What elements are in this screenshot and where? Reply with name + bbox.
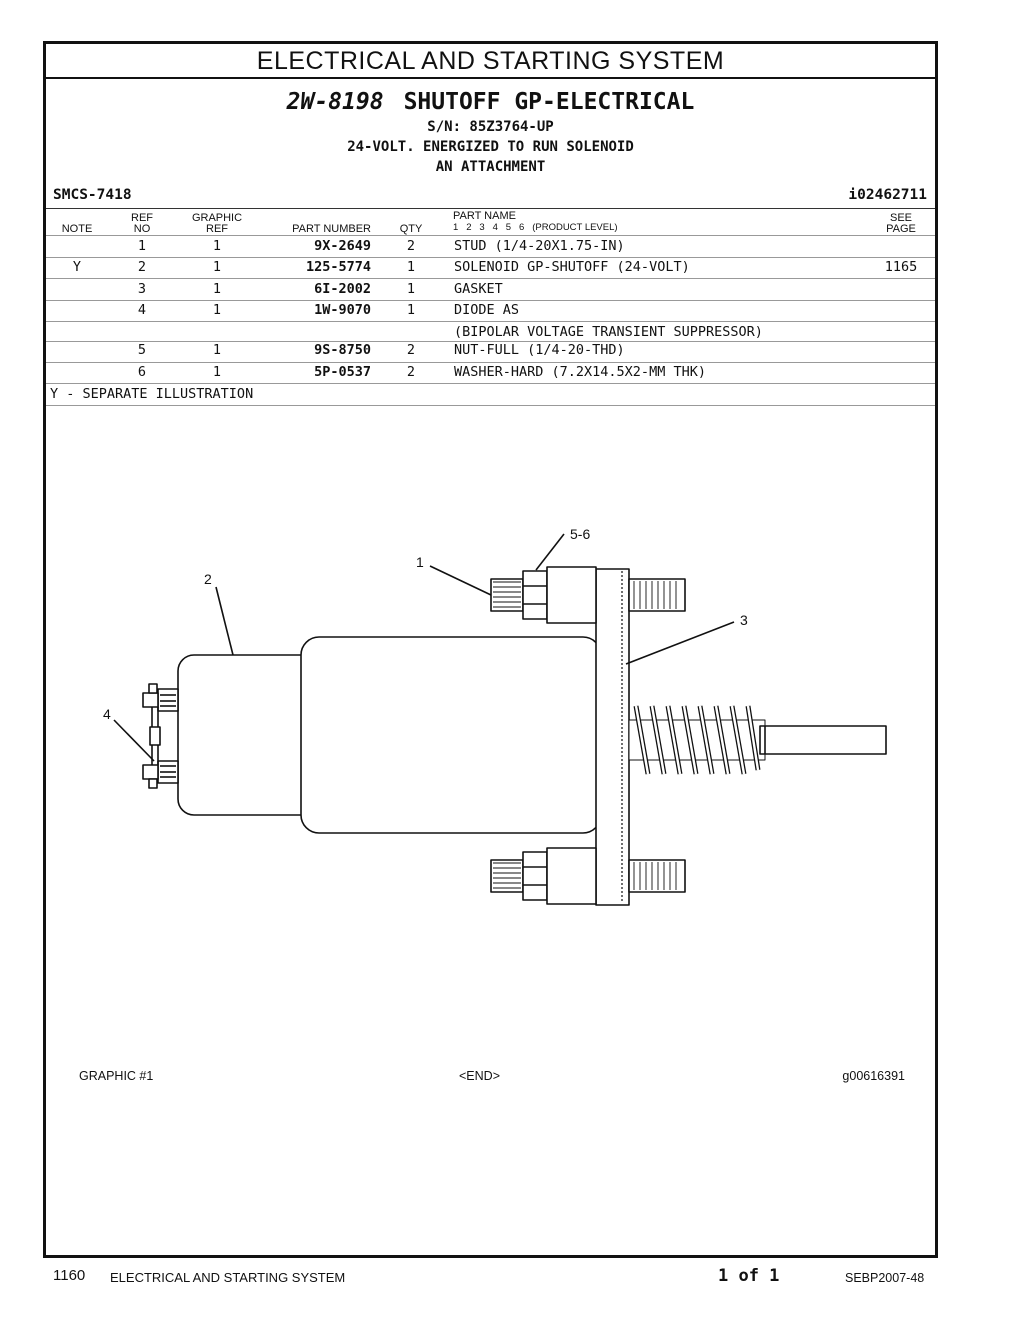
footer-page-of: 1 of 1 [718, 1266, 780, 1286]
group-name: SHUTOFF GP-ELECTRICAL [403, 89, 695, 115]
row-part-number: 5P-0537 [314, 364, 371, 380]
row-rule [46, 257, 935, 258]
row-rule [46, 300, 935, 301]
col-see-bottom: PAGE [886, 223, 916, 235]
leader-3 [625, 621, 735, 665]
row-graphic: 1 [212, 259, 222, 275]
row-see-page: 1165 [884, 259, 918, 275]
row-part-name: SOLENOID GP-SHUTOFF (24-VOLT) [454, 259, 690, 275]
col-see-top: SEE [889, 212, 912, 224]
row-part-number: 9X-2649 [314, 238, 371, 254]
row-graphic: 1 [212, 364, 222, 380]
row-part-number: 6I-2002 [314, 281, 371, 297]
col-ref-top: REF [131, 212, 153, 224]
document-id: i02462711 [848, 187, 927, 203]
row-part-name-continued: (BIPOLAR VOLTAGE TRANSIENT SUPPRESSOR) [454, 324, 763, 340]
plunger [759, 725, 887, 755]
row-ref: 4 [137, 302, 147, 318]
col-part-number: PART NUMBER [292, 223, 371, 235]
callout-4: 4 [103, 706, 111, 722]
bottom-left-stud-nut [490, 847, 597, 905]
graphic-id: g00616391 [842, 1069, 905, 1083]
diode-terminal-bottom [142, 760, 179, 789]
description-line: 24-VOLT. ENERGIZED TO RUN SOLENOID [347, 139, 634, 155]
row-ref: 6 [137, 364, 147, 380]
row-qty: 2 [406, 238, 416, 254]
attachment-line: AN ATTACHMENT [435, 159, 546, 175]
row-part-number: 125-5774 [305, 259, 371, 275]
row-qty: 1 [406, 302, 416, 318]
row-rule [46, 321, 935, 322]
callout-1: 1 [416, 554, 424, 570]
row-rule [46, 278, 935, 279]
row-qty: 2 [406, 342, 416, 358]
solenoid-illustration [113, 533, 887, 906]
solenoid-body [300, 636, 602, 834]
return-spring [628, 705, 766, 775]
col-graphic-top: GRAPHIC [191, 212, 243, 224]
note-legend: Y - SEPARATE ILLUSTRATION [50, 386, 254, 402]
row-part-number: 1W-9070 [314, 302, 371, 318]
col-qty: QTY [399, 223, 423, 235]
header-rule [46, 208, 935, 209]
diode-terminal-top [142, 683, 179, 712]
leader-1 [429, 565, 492, 596]
row-graphic: 1 [212, 342, 222, 358]
group-part-number: 2W-8198 [286, 89, 384, 115]
page-frame: ELECTRICAL AND STARTING SYSTEM 2W-8198 SH… [43, 41, 938, 1258]
col-ref-bottom: NO [133, 223, 151, 235]
leader-5-6 [535, 533, 565, 571]
row-part-name: STUD (1/4-20X1.75-IN) [454, 238, 625, 254]
row-ref: 2 [137, 259, 147, 275]
section-title: ELECTRICAL AND STARTING SYSTEM [46, 44, 935, 79]
row-part-number: 9S-8750 [314, 342, 371, 358]
row-ref: 1 [137, 238, 147, 254]
row-part-name: NUT-FULL (1/4-20-THD) [454, 342, 625, 358]
col-graphic-bottom: REF [206, 223, 228, 235]
col-product-level: 1 2 3 4 5 6 (PRODUCT LEVEL) [453, 222, 618, 233]
leader-4 [113, 719, 155, 762]
callout-2: 2 [204, 571, 212, 587]
row-qty: 1 [406, 259, 416, 275]
row-graphic: 1 [212, 302, 222, 318]
legend-rule [46, 405, 935, 406]
row-part-name: DIODE AS [454, 302, 520, 318]
mounting-flange [595, 568, 630, 906]
column-rule [46, 235, 935, 236]
top-left-stud-nut [490, 566, 597, 624]
smcs-code: SMCS-7418 [53, 187, 132, 203]
callout-5-6: 5-6 [570, 526, 591, 542]
row-note: Y [72, 259, 82, 275]
graphic-label: GRAPHIC #1 [79, 1069, 154, 1083]
group-title: 2W-8198 SHUTOFF GP-ELECTRICAL [46, 89, 935, 115]
serial-number: S/N: 85Z3764-UP [427, 119, 554, 135]
col-part-name: PART NAME [453, 210, 516, 222]
footer-section: ELECTRICAL AND STARTING SYSTEM [110, 1270, 346, 1285]
bottom-right-stud [628, 859, 686, 893]
row-part-name: WASHER-HARD (7.2X14.5X2-MM THK) [454, 364, 706, 380]
col-note: NOTE [61, 223, 93, 235]
diode [149, 707, 161, 765]
row-rule [46, 341, 935, 342]
end-marker: <END> [459, 1069, 500, 1083]
row-ref: 3 [137, 281, 147, 297]
row-rule [46, 383, 935, 384]
row-graphic: 1 [212, 238, 222, 254]
row-qty: 2 [406, 364, 416, 380]
footer-page-number: 1160 [53, 1267, 86, 1284]
row-part-name: GASKET [454, 281, 503, 297]
row-graphic: 1 [212, 281, 222, 297]
row-qty: 1 [406, 281, 416, 297]
top-right-stud [628, 578, 686, 612]
leader-2 [215, 586, 234, 656]
row-rule [46, 362, 935, 363]
callout-3: 3 [740, 612, 748, 628]
footer-doc-code: SEBP2007-48 [845, 1271, 925, 1285]
row-ref: 5 [137, 342, 147, 358]
